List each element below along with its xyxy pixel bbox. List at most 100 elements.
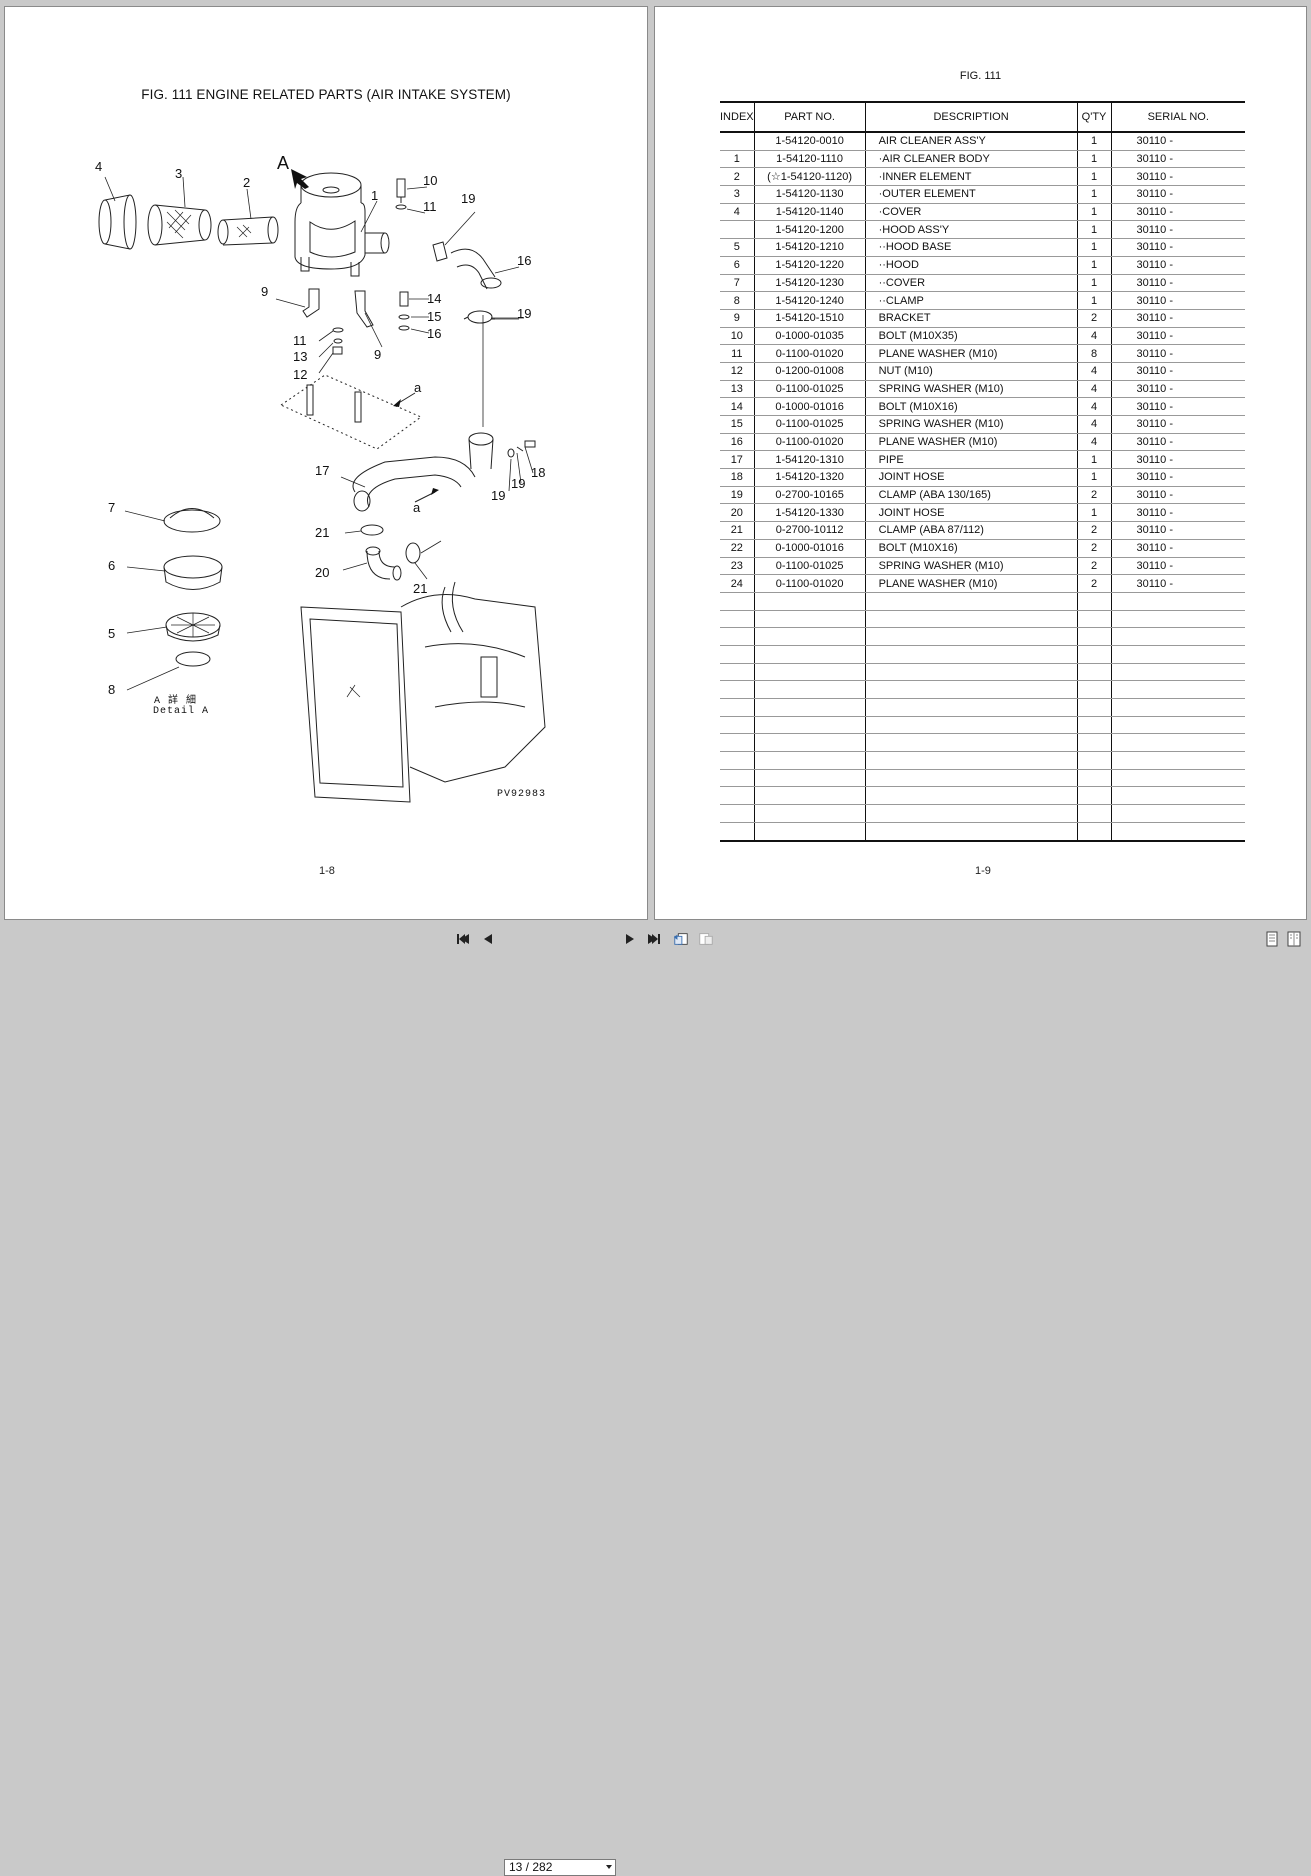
row-part-no: 1-54120-1310 <box>753 450 866 470</box>
row-qty: 4 <box>1076 380 1112 399</box>
row-qty: 1 <box>1076 220 1112 240</box>
row-description <box>864 751 1078 770</box>
row-part-no: 0-1000-01016 <box>753 539 866 558</box>
row-description: BOLT (M10X35) <box>864 327 1078 346</box>
row-serial-no: 30110 - <box>1110 274 1245 293</box>
row-part-no: 0-2700-10165 <box>753 486 866 505</box>
previous-page-icon[interactable] <box>480 931 496 947</box>
row-description: AIR CLEANER ASS'Y <box>864 132 1078 151</box>
row-description: PIPE <box>864 450 1078 470</box>
row-part-no: 1-54120-1320 <box>753 468 866 487</box>
row-serial-no: 30110 - <box>1110 203 1245 222</box>
row-serial-no: 30110 - <box>1110 433 1245 452</box>
row-index: 7 <box>720 274 755 293</box>
row-part-no: 0-1100-01025 <box>753 557 866 576</box>
row-description: ··COVER <box>864 274 1078 293</box>
row-qty: 1 <box>1076 468 1112 487</box>
row-part-no: 1-54120-1510 <box>753 309 866 328</box>
callout-18: 16 <box>517 253 531 268</box>
row-index <box>720 786 755 806</box>
row-qty <box>1076 733 1112 753</box>
next-page-icon[interactable] <box>622 931 638 947</box>
row-part-no: 0-2700-10112 <box>753 521 866 540</box>
callout-20: 20 <box>315 565 329 580</box>
row-qty <box>1076 698 1112 717</box>
row-index <box>720 804 755 823</box>
bracket-part-left <box>302 288 320 318</box>
single-page-view-icon[interactable] <box>1264 931 1280 947</box>
row-qty: 1 <box>1076 256 1112 275</box>
first-page-icon[interactable] <box>455 931 471 947</box>
row-description <box>864 716 1078 735</box>
callout-10: 10 <box>423 173 437 188</box>
row-part-no: 1-54120-0010 <box>753 132 866 151</box>
row-description: PLANE WASHER (M10) <box>864 344 1078 363</box>
row-serial-no: 30110 - <box>1110 291 1245 310</box>
parts-table: INDEX PART NO. DESCRIPTION Q'TY SERIAL N… <box>720 101 1245 842</box>
header-part-no: PART NO. <box>753 101 866 133</box>
row-index: 11 <box>720 344 755 363</box>
row-qty: 1 <box>1076 167 1112 187</box>
row-qty: 4 <box>1076 415 1112 434</box>
row-description <box>864 786 1078 806</box>
cover-ring-part <box>98 199 112 245</box>
row-index: 15 <box>720 415 755 434</box>
row-serial-no <box>1110 822 1245 842</box>
row-serial-no: 30110 - <box>1110 557 1245 576</box>
radiator-outline <box>300 606 411 803</box>
row-qty <box>1076 592 1112 611</box>
table-header-row: INDEX PART NO. DESCRIPTION Q'TY SERIAL N… <box>720 101 1245 133</box>
row-qty: 1 <box>1076 450 1112 470</box>
two-page-view-icon[interactable] <box>1286 931 1302 947</box>
viewer-toolbar: 13 / 282 <box>0 928 1311 1876</box>
row-serial-no <box>1110 663 1245 682</box>
row-qty: 1 <box>1076 185 1112 204</box>
row-index: 22 <box>720 539 755 558</box>
row-description <box>864 698 1078 717</box>
row-serial-no <box>1110 769 1245 788</box>
previous-view-icon[interactable] <box>673 931 689 947</box>
row-qty <box>1076 627 1112 646</box>
hood-part <box>163 555 223 579</box>
row-description: SPRING WASHER (M10) <box>864 380 1078 399</box>
empty-table-row <box>720 680 1245 699</box>
row-part-no: 0-1100-01020 <box>753 574 866 593</box>
left-page-number: 1-8 <box>319 865 335 877</box>
page-number-select[interactable]: 13 / 282 <box>504 1859 616 1876</box>
row-index: 23 <box>720 557 755 576</box>
row-description: ··HOOD BASE <box>864 238 1078 257</box>
next-view-icon[interactable] <box>698 931 714 947</box>
row-index: 8 <box>720 291 755 310</box>
row-index <box>720 132 755 151</box>
row-index: 5 <box>720 238 755 257</box>
row-index <box>720 627 755 646</box>
row-qty: 4 <box>1076 327 1112 346</box>
row-part-no: 0-1000-01035 <box>753 327 866 346</box>
row-serial-no: 30110 - <box>1110 344 1245 363</box>
row-description <box>864 627 1078 646</box>
row-serial-no <box>1110 680 1245 699</box>
arrow-label-a1: a <box>414 380 422 395</box>
last-page-icon[interactable] <box>646 931 662 947</box>
row-qty <box>1076 610 1112 629</box>
engine-outline <box>400 594 546 783</box>
row-qty: 1 <box>1076 132 1112 151</box>
row-part-no: 1-54120-1140 <box>753 203 866 222</box>
row-description <box>864 822 1078 842</box>
callout-8: 8 <box>108 682 115 697</box>
row-index: 9 <box>720 309 755 328</box>
empty-table-row <box>720 698 1245 717</box>
row-part-no: 0-1100-01025 <box>753 415 866 434</box>
empty-table-row <box>720 822 1245 842</box>
row-description: SPRING WASHER (M10) <box>864 415 1078 434</box>
empty-table-row <box>720 610 1245 629</box>
